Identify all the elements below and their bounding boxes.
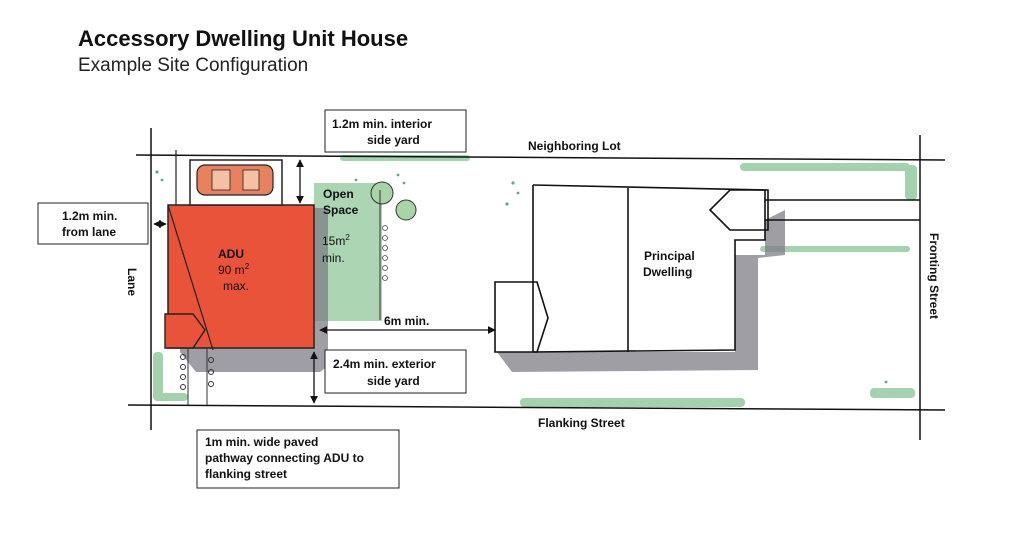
parked-car-icon [175,150,283,206]
from-lane-label-line2: from lane [62,225,116,239]
paved-pathway [180,348,214,405]
callout-boxes [37,109,467,489]
open-space-area-label: 15m2 [322,233,350,248]
separation-label: 6m min. [384,314,429,328]
pathway-label-line1: 1m min. wide paved [205,435,318,449]
pathway-label-line2: pathway connecting ADU to [205,451,364,465]
dimension-arrows [153,159,496,404]
from-lane-label-line1: 1.2m min. [62,209,117,223]
neighboring-lot-label: Neighboring Lot [528,139,621,153]
adu-building [164,204,315,351]
open-space-area-superscript: 2 [345,233,350,242]
exterior-side-yard-label-line1: 2.4m min. exterior [333,357,436,371]
adu-area-label: 90 m2 [218,262,250,277]
open-space-label-line2: Space [323,203,359,217]
page-title: Accessory Dwelling Unit House [78,26,409,51]
open-space-area-value: 15m [322,234,345,248]
shrub-dots [155,170,888,384]
open-space-label-line1: Open [323,187,354,201]
principal-dwelling-label-line1: Principal [644,249,695,263]
fronting-street-label: Fronting Street [927,233,941,319]
exterior-side-yard-label-line2: side yard [367,374,420,388]
interior-side-yard-label-line1: 1.2m min. interior [332,117,432,131]
adu-area-max-label: max. [223,279,249,293]
lane-label: Lane [125,268,139,296]
adu-area-value: 90 m [218,263,245,277]
adu-area-superscript: 2 [245,262,250,271]
principal-dwelling-label-line2: Dwelling [643,265,692,279]
principal-dwelling-building [494,184,920,353]
lot-lines [127,128,946,440]
open-space-min-label: min. [322,251,345,265]
pathway-label-line3: flanking street [205,467,287,481]
interior-side-yard-label-line2: side yard [367,133,420,147]
flanking-street-label: Flanking Street [538,416,625,430]
page-subtitle: Example Site Configuration [78,55,309,76]
adu-label: ADU [218,247,244,261]
principal-dwelling-shadow [497,210,785,372]
